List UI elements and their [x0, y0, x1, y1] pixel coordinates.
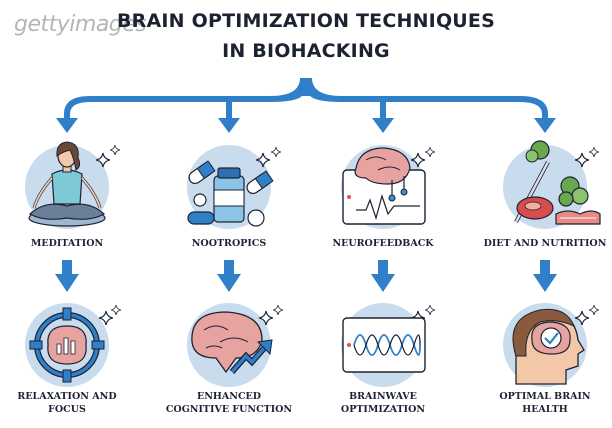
technique-label-meditation: MEDITATION	[30, 238, 104, 249]
outcome-label-line-2: OPTIMIZATION	[340, 404, 426, 415]
brainwave-screen-icon	[341, 303, 436, 387]
down-arrow-1	[55, 260, 79, 292]
meditation-person-icon	[25, 141, 121, 229]
outcome-label-line-1: RELAXATION AND	[17, 391, 117, 402]
food-plate-icon	[503, 140, 601, 229]
outcome-label-relaxation-and-focus: RELAXATION AND FOCUS	[0, 390, 137, 416]
outcome-label-line-2: COGNITIVE FUNCTION	[165, 404, 293, 415]
down-arrow-2	[217, 260, 241, 292]
branch-connector-inner-right	[380, 102, 386, 120]
arrow-head-1	[56, 118, 78, 133]
down-arrows	[55, 260, 557, 292]
outcome-label-line-1: BRAINWAVE	[349, 391, 417, 402]
technique-label-nootropics: NOOTROPICS	[191, 238, 267, 249]
outcome-label-line-2: HEALTH	[522, 404, 568, 415]
outcome-label-optimal-brain-health: OPTIMAL BRAIN HEALTH	[475, 390, 612, 416]
title-line-1: BRAIN OPTIMIZATION TECHNIQUES	[117, 10, 495, 32]
pills-bottle-icon	[187, 145, 282, 229]
arrow-head-3	[372, 118, 394, 133]
outcome-label-enhanced-cognitive-function: ENHANCED COGNITIVE FUNCTION	[159, 390, 299, 416]
technique-label-neurofeedback: NEUROFEEDBACK	[332, 238, 434, 249]
outcome-label-line-1: ENHANCED	[197, 391, 261, 402]
outcome-label-line-2: FOCUS	[48, 404, 86, 415]
branch-arrows	[56, 78, 556, 133]
down-arrow-3	[371, 260, 395, 292]
branch-connector	[64, 78, 548, 120]
outcome-label-line-1: OPTIMAL BRAIN	[499, 391, 591, 402]
head-check-icon	[503, 303, 600, 387]
branch-connector-inner-left	[226, 102, 232, 120]
down-arrow-4	[533, 260, 557, 292]
target-brain-icon	[25, 303, 122, 387]
arrow-head-4	[534, 118, 556, 133]
title-line-2: IN BIOHACKING	[222, 40, 390, 62]
arrow-head-2	[218, 118, 240, 133]
watermark: gettyimages	[14, 12, 147, 37]
brain-monitor-icon	[341, 145, 436, 229]
outcome-label-brainwave-optimization: BRAINWAVE OPTIMIZATION	[313, 390, 453, 416]
technique-label-diet-and-nutrition: DIET AND NUTRITION	[483, 238, 607, 249]
brain-growth-icon	[187, 303, 284, 387]
